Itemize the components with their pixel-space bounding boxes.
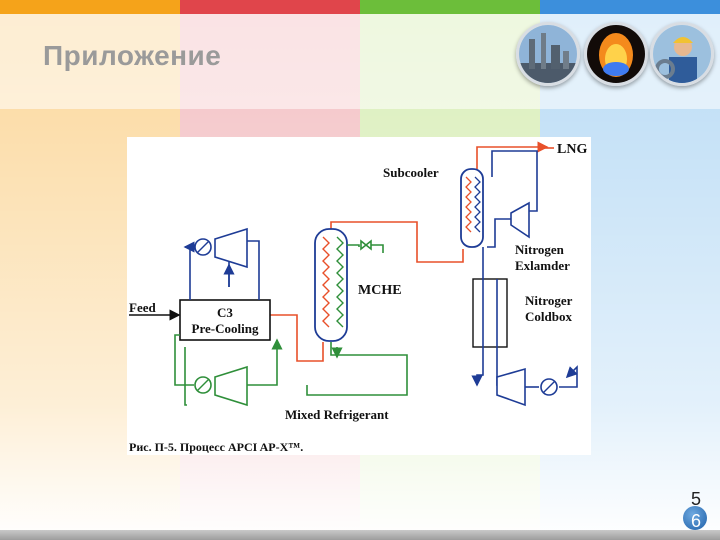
c3-precooling-box: C3 Pre-Cooling: [179, 299, 271, 341]
mixed-refrigerant-loop: [174, 334, 408, 407]
nitrogen-loop: [471, 150, 578, 407]
refinery-photo: [516, 22, 580, 86]
c3-refrigerant-loop: [183, 227, 260, 300]
natural-gas-path: [270, 141, 554, 362]
subcooler-label: Subcooler: [383, 165, 439, 180]
mche-label: MCHE: [358, 283, 402, 298]
figure-caption: Рис. П-5. Процесс APCI AP-X™.: [129, 440, 303, 454]
page-number-bottom: 6: [690, 511, 701, 531]
subcooler-exchanger: Subcooler: [383, 165, 484, 248]
c3-label: C3: [217, 305, 233, 320]
feed-label: Feed: [129, 300, 156, 315]
bottom-bar: [0, 530, 720, 540]
page-number-badge: [683, 506, 707, 530]
nitrogen-coldbox-label-2: Coldbox: [525, 309, 572, 324]
lng-label: LNG: [557, 142, 587, 157]
nitrogen-expander-label-2: Exlamder: [515, 258, 570, 273]
nitrogen-coldbox-label-1: Nitroger: [525, 293, 573, 308]
mr-aircooler-icon: [194, 376, 212, 394]
page-number-top: 5: [690, 489, 701, 509]
nitrogen-expander-label-1: Nitrogen: [515, 242, 565, 257]
jt-valve-icon: [347, 239, 384, 253]
c3-aircooler-icon: [194, 238, 212, 256]
feed-stream: Feed: [129, 300, 181, 321]
mche-exchanger: MCHE: [314, 228, 402, 342]
gas-flame-photo: [584, 22, 648, 86]
slide-title: Приложение: [43, 40, 222, 71]
mixed-refrigerant-label: Mixed Refrigerant: [285, 407, 389, 422]
nitrogen-aircooler-icon: [540, 378, 558, 396]
precooling-label: Pre-Cooling: [192, 321, 259, 336]
process-diagram: Feed LNG C3 Pre-Cooling: [127, 137, 591, 455]
worker-photo: [650, 22, 714, 86]
